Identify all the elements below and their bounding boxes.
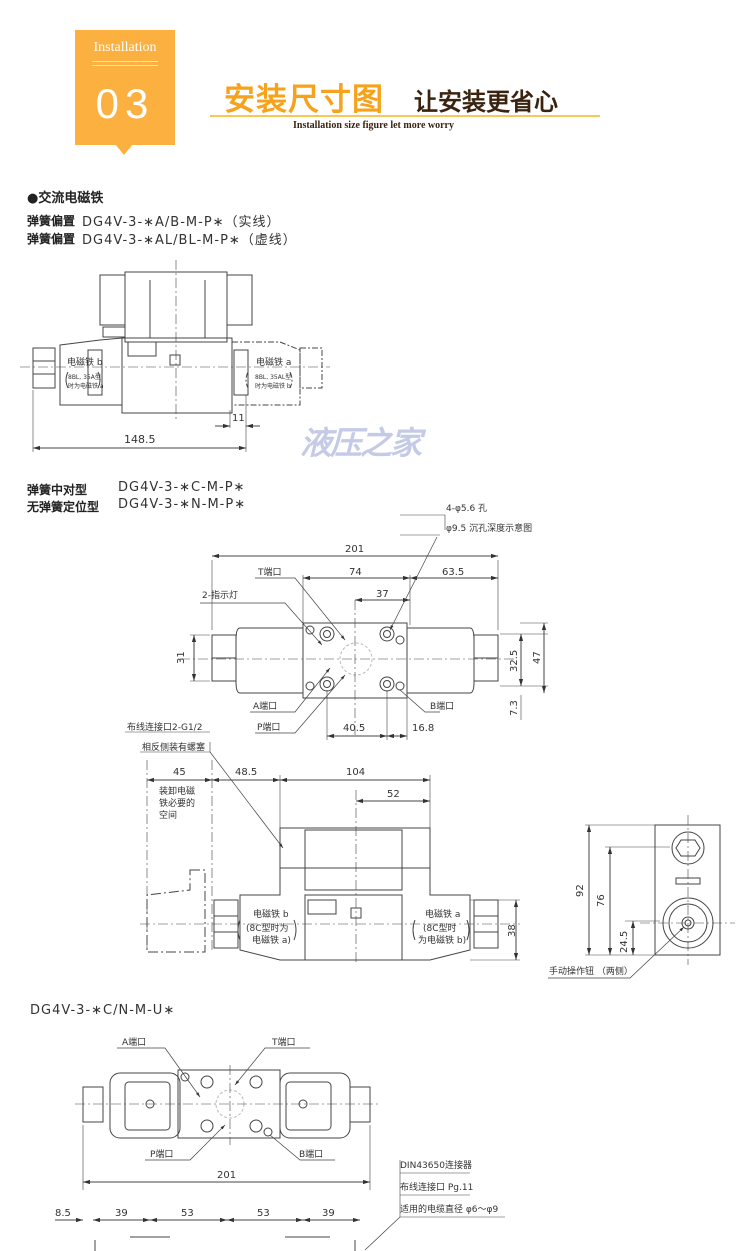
b-port-label: B端口 <box>430 700 454 712</box>
badge-number: 03 <box>95 80 155 127</box>
dimension-label: 47 <box>532 651 543 664</box>
dimension-label: 39 <box>322 1208 335 1219</box>
dimension-label: 16.8 <box>412 723 434 734</box>
section-number-badge <box>75 30 175 145</box>
model-code: DG4V-3-∗C/N-M-U∗ <box>30 1003 176 1018</box>
dimension-label: 92 <box>575 884 586 897</box>
badge-label: Installation <box>93 40 157 55</box>
type-label: 弹簧偏置 <box>27 232 76 246</box>
dimension-label: 63.5 <box>442 567 464 578</box>
drawing-top-view <box>180 514 548 740</box>
type-label: 无弹簧定位型 <box>27 500 100 514</box>
t-port-label: T端口 <box>257 566 282 578</box>
dimension-label: 38 <box>507 924 518 937</box>
p-port-label: P端口 <box>257 721 280 733</box>
solenoid-b-note: 电磁铁 a) <box>252 934 291 946</box>
solenoid-a-note: (8C型时 <box>423 922 457 934</box>
dimension-label: 148.5 <box>124 433 156 446</box>
model-code: DG4V-3-∗C-M-P∗ <box>118 480 246 495</box>
model-code: DG4V-3-∗AL/BL-M-P∗（虚线） <box>82 233 297 248</box>
page-title: 安装尺寸图 <box>224 82 384 118</box>
model-code: DG4V-3-∗A/B-M-P∗（实线） <box>82 215 281 230</box>
badge-decor-line <box>92 65 158 66</box>
solenoid-a-note: 时为电磁铁 b <box>255 382 291 390</box>
solenoid-a-note: 8BL, 35AL型 <box>255 373 291 381</box>
dimension-label: 8.5 <box>55 1208 71 1219</box>
drawing-din-connector <box>55 1047 505 1251</box>
solenoid-a-label: 电磁铁 a <box>256 356 291 368</box>
counterbore-note: φ9.5 沉孔深度示意图 <box>446 522 532 534</box>
dimension-label: 39 <box>115 1208 128 1219</box>
wiring-port-note: 布线连接口 Pg.11 <box>400 1181 473 1193</box>
drawing-side-view <box>548 815 735 979</box>
badge-decor-line <box>92 61 158 62</box>
dimension-label: 40.5 <box>343 723 365 734</box>
dimension-label: 52 <box>387 789 400 800</box>
space-note: 铁必要的 <box>159 797 195 809</box>
wiring-port-note: 布线连接口2-G1/2 <box>127 721 202 733</box>
cable-diameter-note: 适用的电缆直径 φ6～φ9 <box>400 1203 498 1215</box>
space-note: 空间 <box>159 809 177 821</box>
page-subtitle: 让安装更省心 <box>414 88 558 116</box>
plug-note: 相反侧装有螺塞 <box>142 741 205 753</box>
dimension-label: 53 <box>257 1208 270 1219</box>
dimension-label: 201 <box>217 1170 236 1181</box>
badge-pointer <box>115 144 133 155</box>
dimension-label: 32.5 <box>509 650 520 672</box>
type-label: 弹簧偏置 <box>27 214 76 228</box>
t-port-label: T端口 <box>271 1036 296 1048</box>
dimension-label: 11 <box>232 413 245 424</box>
dimension-label: 7.3 <box>509 700 520 716</box>
solenoid-b-note: 8BL, 35A型 <box>68 373 101 381</box>
dimension-label: 76 <box>596 894 607 907</box>
watermark: 液压之家 <box>300 425 422 461</box>
dimension-label: 37 <box>376 589 389 600</box>
space-note: 装卸电磁 <box>159 785 195 797</box>
dimension-label: 45 <box>173 767 186 778</box>
dimension-label: 24.5 <box>619 931 630 953</box>
drawing-spring-offset <box>20 260 330 452</box>
manual-button-note: 手动操作钮 （两侧） <box>549 965 633 977</box>
indicator-label: 2-指示灯 <box>202 589 238 601</box>
dimension-label: 53 <box>181 1208 194 1219</box>
dimension-label: 104 <box>346 767 365 778</box>
section-heading: ●交流电磁铁 <box>27 191 104 206</box>
hole-note: 4-φ5.6 孔 <box>446 503 487 514</box>
solenoid-b-note: 时为电磁铁 a <box>68 382 104 390</box>
solenoid-a-label: 电磁铁 a <box>425 908 460 920</box>
solenoid-b-note: (8C型时为 <box>246 922 289 934</box>
drawing-front-view <box>125 731 520 965</box>
type-label: 弹簧中对型 <box>27 483 88 497</box>
solenoid-a-note: 为电磁铁 b) <box>418 934 466 946</box>
a-port-label: A端口 <box>253 700 277 712</box>
p-port-label: P端口 <box>150 1148 173 1160</box>
solenoid-b-label: 电磁铁 b <box>67 356 103 368</box>
dimension-label: 31 <box>176 651 187 664</box>
english-caption: Installation size figure let more worry <box>293 120 454 131</box>
model-code: DG4V-3-∗N-M-P∗ <box>118 497 247 512</box>
connector-note: DIN43650连接器 <box>400 1159 472 1171</box>
dimension-label: 201 <box>345 544 364 555</box>
b-port-label: B端口 <box>299 1148 323 1160</box>
dimension-label: 74 <box>349 567 362 578</box>
title-underline <box>210 115 600 117</box>
solenoid-b-label: 电磁铁 b <box>253 908 289 920</box>
a-port-label: A端口 <box>122 1036 146 1048</box>
dimension-label: 48.5 <box>235 767 257 778</box>
